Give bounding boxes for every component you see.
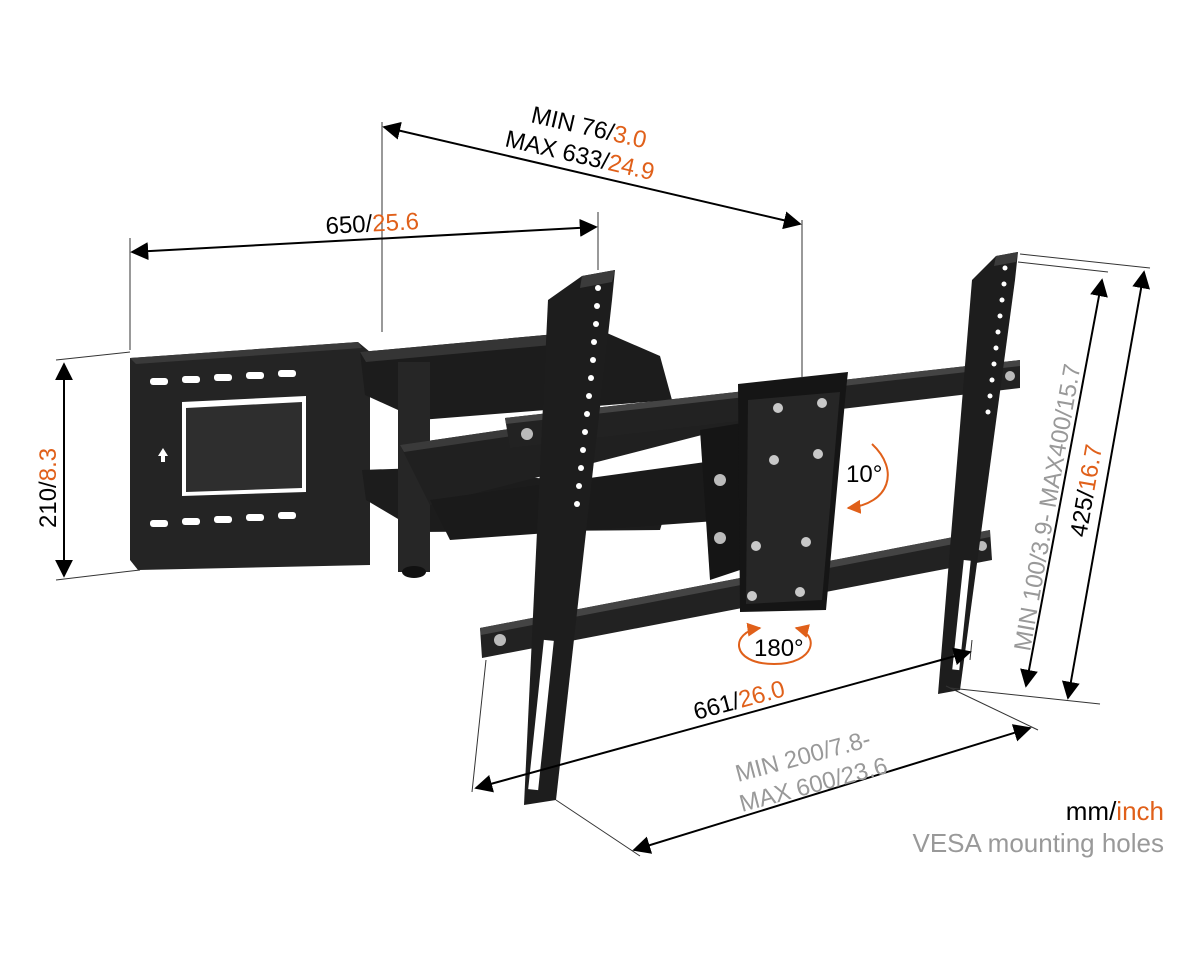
units-legend: mm/inch bbox=[1066, 796, 1164, 827]
wall-plate bbox=[130, 342, 370, 570]
center-plate bbox=[738, 372, 848, 612]
unit-separator: / bbox=[1109, 796, 1117, 826]
swivel-arrow-icon bbox=[738, 622, 812, 666]
tilt-arrow-icon bbox=[846, 443, 889, 514]
wall-plate-width-label: 650/25.6 bbox=[325, 208, 420, 240]
vesa-legend: VESA mounting holes bbox=[912, 828, 1165, 858]
up-arrow-icon bbox=[158, 448, 168, 462]
dimension-lines bbox=[55, 121, 1151, 857]
unit-mm: mm bbox=[1065, 796, 1110, 826]
tv-bracket-width-label: 661/26.0 bbox=[691, 676, 788, 726]
unit-inch: inch bbox=[1116, 796, 1164, 826]
tv-bracket-height-label: 425/16.7 bbox=[1065, 442, 1108, 539]
wall-plate-height-label: 210/8.3 bbox=[35, 448, 62, 528]
swivel-angle-label: 180° bbox=[754, 635, 804, 662]
tilt-angle-label: 10° bbox=[846, 461, 882, 488]
